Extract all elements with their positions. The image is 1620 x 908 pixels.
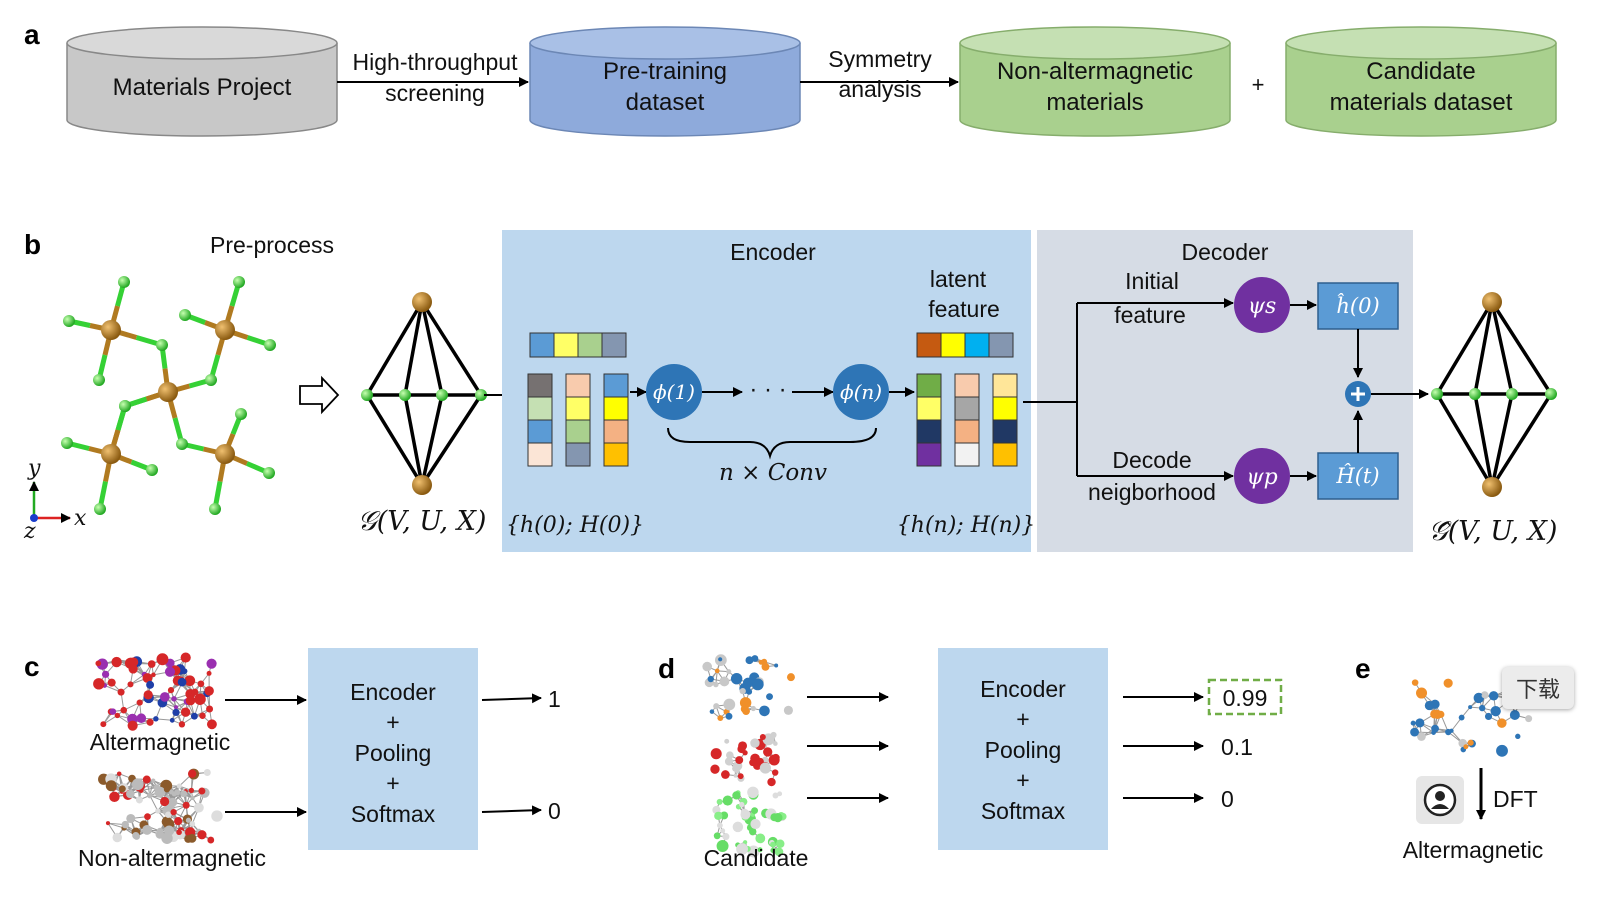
ellipsis-dots: · · · <box>749 376 786 403</box>
panel-letter-c: c <box>24 651 40 682</box>
conv-brace <box>667 427 877 460</box>
download-label: 下载 <box>1515 678 1560 703</box>
box-line5: Softmax <box>351 801 436 827</box>
altermagnetic-label: Altermagnetic <box>90 729 231 755</box>
altermagnetic-structure <box>93 652 217 731</box>
decoder-title: Decoder <box>1182 239 1269 265</box>
latent-label-line2: feature <box>928 296 1000 322</box>
neighborhood-label-line1: Decode <box>1112 447 1191 473</box>
psi-s-node <box>1234 277 1290 333</box>
download-badge[interactable]: 下载 <box>1502 667 1574 709</box>
database-pretraining: Pre-training dataset <box>529 26 801 137</box>
initial-label-line2: feature <box>1114 302 1186 328</box>
classifier-box-c <box>308 648 478 850</box>
crystal-structure-2d <box>61 276 276 515</box>
psi-s-label: ψs <box>1248 294 1277 319</box>
decoder-branch-lines <box>1023 303 1078 476</box>
graph-input <box>361 292 487 495</box>
feature-columns-latent <box>916 373 1018 467</box>
output-0: 0 <box>548 798 561 824</box>
db-label-line1: Non-altermagnetic <box>997 58 1193 85</box>
user-button[interactable] <box>1416 776 1464 824</box>
dft-label: DFT <box>1493 786 1538 812</box>
box-line4: + <box>1016 767 1029 793</box>
box-line2: + <box>1016 706 1029 732</box>
axis-x-label: x <box>74 506 87 531</box>
graph-output <box>1431 292 1557 497</box>
arrow-label-line2: analysis <box>838 76 921 102</box>
output-0-99: 0.99 <box>1223 685 1268 711</box>
graph-in-label: 𝒢(V, U, X) <box>358 506 487 537</box>
panel-letter-e: e <box>1355 653 1371 684</box>
panel-letter-d: d <box>658 653 675 684</box>
conv-label: n × Conv <box>719 460 827 486</box>
non-altermagnetic-structure <box>98 768 223 844</box>
db-label: Materials Project <box>113 74 292 101</box>
box-line1: Encoder <box>350 679 436 705</box>
box-line4: + <box>386 770 399 796</box>
database-non-altermagnetic: Non-altermagnetic materials <box>959 26 1231 137</box>
arrow-label-line1: High-throughput <box>353 49 519 75</box>
arrow-c-out2 <box>481 805 542 816</box>
database-materials-project: Materials Project <box>66 26 338 137</box>
altermagnetic-result-label: Altermagnetic <box>1403 837 1544 863</box>
panel-letter-b: b <box>24 229 41 260</box>
neighborhood-label-line2: neigborhood <box>1088 479 1216 505</box>
candidate-label: Candidate <box>704 845 809 871</box>
plus-sign: + <box>1252 72 1265 97</box>
encoder-title: Encoder <box>730 239 816 265</box>
output-1: 1 <box>548 686 561 712</box>
candidate-structure-3 <box>712 786 787 858</box>
classifier-box-d <box>938 648 1108 850</box>
latent-label-line1: latent <box>930 266 987 292</box>
user-icon <box>1423 783 1457 817</box>
axis-z-label: z <box>23 519 36 544</box>
feature-set-0: {h(0); H(0)} <box>506 513 644 538</box>
panel-letter-a: a <box>24 19 40 50</box>
conv-node-phi1 <box>646 364 702 420</box>
arrow-label-line2: screening <box>385 80 485 106</box>
preprocess-label: Pre-process <box>210 232 334 258</box>
box-line3: Pooling <box>355 740 432 766</box>
conv-node-phin <box>833 364 889 420</box>
output-0: 0 <box>1221 786 1234 812</box>
axis-triad: y z x <box>23 456 87 544</box>
box-line3: Pooling <box>985 737 1062 763</box>
axis-y-label: y <box>27 456 41 481</box>
candidate-structure-2 <box>710 731 780 787</box>
db-label-line1: Pre-training <box>603 58 727 85</box>
psi-p-node <box>1234 448 1290 504</box>
phi1-label: ϕ(1) <box>653 380 695 404</box>
output-0-1: 0.1 <box>1221 734 1253 760</box>
highlight-dashed-box <box>1207 678 1283 716</box>
feature-columns-initial <box>527 373 629 467</box>
box-line5: Softmax <box>981 798 1066 824</box>
non-altermagnetic-label: Non-altermagnetic <box>78 845 266 871</box>
box-line2: + <box>386 709 399 735</box>
graph-out-label: 𝒢̂(V, U, X) <box>1429 516 1558 547</box>
box-line1: Encoder <box>980 676 1066 702</box>
arrow-c-out1 <box>481 693 542 704</box>
feature-bar-initial <box>529 332 627 358</box>
psi-p-label: ψp <box>1246 465 1277 490</box>
candidate-structure-1 <box>702 654 795 722</box>
phin-label: ϕ(n) <box>840 380 882 404</box>
feature-set-n: {h(n); H(n)} <box>897 513 1035 538</box>
feature-bar-latent <box>916 332 1014 358</box>
db-label-line2: dataset <box>626 89 705 116</box>
database-candidate: Candidate materials dataset <box>1285 26 1557 137</box>
initial-label-line1: Initial <box>1125 268 1179 294</box>
hollow-arrow <box>299 375 340 415</box>
h-hat-box <box>1317 282 1399 330</box>
H-hat-label: Ĥ(t) <box>1335 464 1379 488</box>
db-label-line2: materials <box>1046 89 1143 116</box>
db-label-line2: materials dataset <box>1330 89 1513 116</box>
h-hat-label: ĥ(0) <box>1336 294 1379 318</box>
db-label-line1: Candidate <box>1366 58 1475 85</box>
arrow-label-line1: Symmetry <box>828 46 932 72</box>
plus-icon <box>1351 387 1365 401</box>
